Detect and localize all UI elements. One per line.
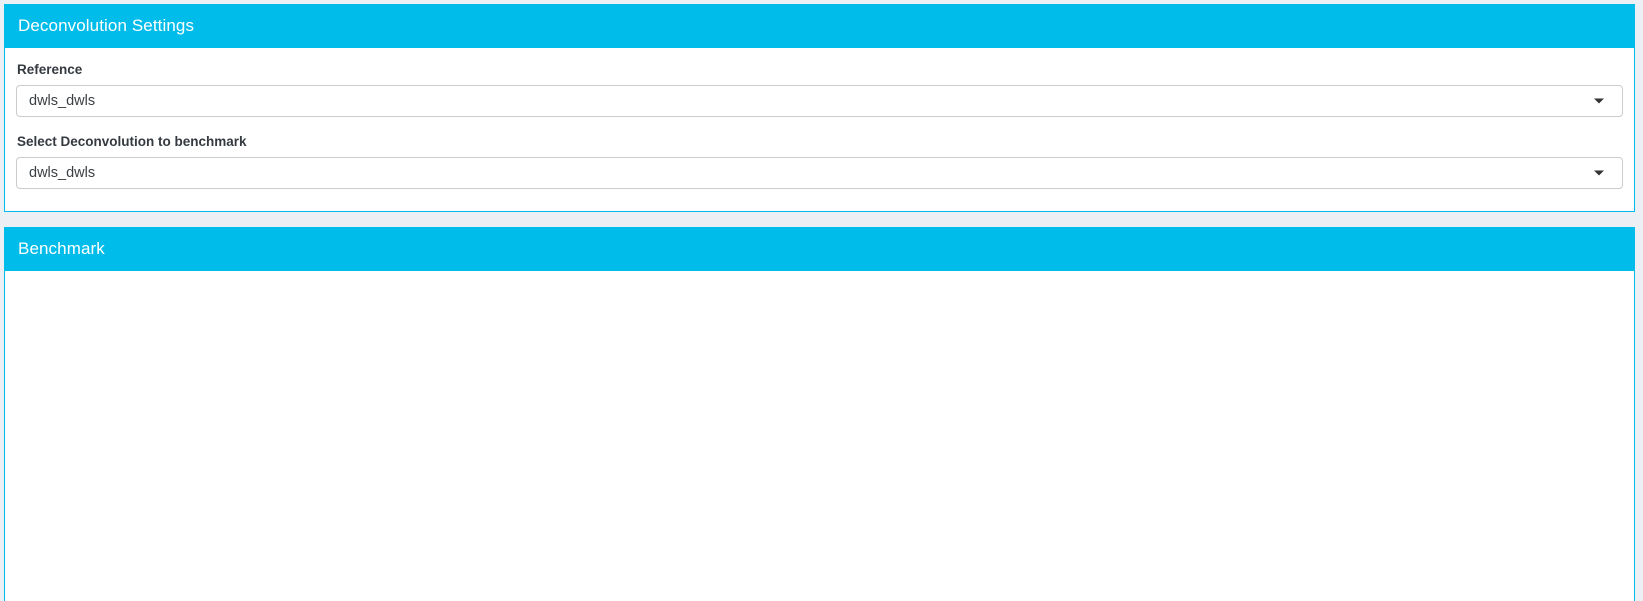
reference-field: Reference dwls_dwls xyxy=(16,62,1623,118)
benchmark-output-area xyxy=(5,271,1634,601)
deconvolution-benchmark-field: Select Deconvolution to benchmark dwls_d… xyxy=(16,134,1623,190)
benchmark-panel-body xyxy=(5,271,1634,601)
deconvolution-settings-panel: Deconvolution Settings Reference dwls_dw… xyxy=(4,4,1635,213)
reference-select-wrap: dwls_dwls xyxy=(16,85,1623,118)
deconvolution-benchmark-select[interactable]: dwls_dwls xyxy=(16,157,1623,190)
reference-select-value: dwls_dwls xyxy=(29,92,96,109)
reference-select[interactable]: dwls_dwls xyxy=(16,85,1623,118)
deconvolution-settings-panel-title: Deconvolution Settings xyxy=(5,4,1634,48)
reference-label: Reference xyxy=(17,62,83,77)
deconvolution-benchmark-select-value: dwls_dwls xyxy=(29,165,96,182)
deconvolution-benchmark-select-wrap: dwls_dwls xyxy=(16,157,1623,190)
benchmark-panel: Benchmark xyxy=(4,227,1635,601)
deconvolution-benchmark-label: Select Deconvolution to benchmark xyxy=(17,134,247,150)
deconvolution-settings-panel-body: Reference dwls_dwls Select Deconvolution… xyxy=(5,48,1634,211)
benchmark-panel-title: Benchmark xyxy=(5,227,1634,272)
